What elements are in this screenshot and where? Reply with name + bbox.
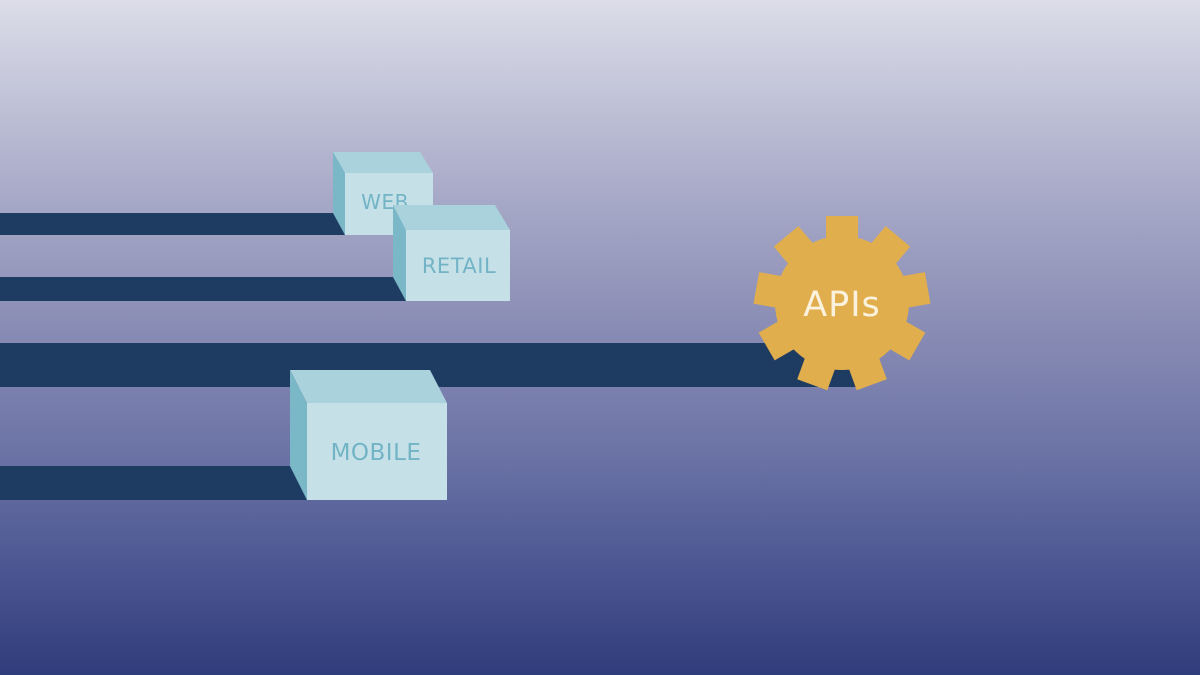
- mobile-box-label: MOBILE: [331, 440, 422, 466]
- web-box-top: [333, 152, 433, 173]
- retail-box-top: [393, 205, 510, 230]
- retail-box: RETAIL: [393, 205, 510, 301]
- apis-gear: APIs: [753, 216, 931, 391]
- mobile-box-side: [290, 370, 307, 500]
- gear-icon: [753, 216, 931, 391]
- track-web: [0, 213, 345, 235]
- retail-box-label: RETAIL: [422, 254, 496, 278]
- track-mobile: [0, 466, 307, 500]
- track-retail: [0, 277, 406, 301]
- mobile-box-top: [290, 370, 447, 403]
- gear-label: APIs: [803, 285, 881, 325]
- web-box: WEB: [333, 152, 433, 235]
- mobile-box: MOBILE: [290, 370, 447, 500]
- web-box-side: [333, 152, 345, 235]
- retail-box-side: [393, 205, 406, 301]
- mobile-box-front: [307, 403, 447, 500]
- retail-box-front: [406, 230, 510, 301]
